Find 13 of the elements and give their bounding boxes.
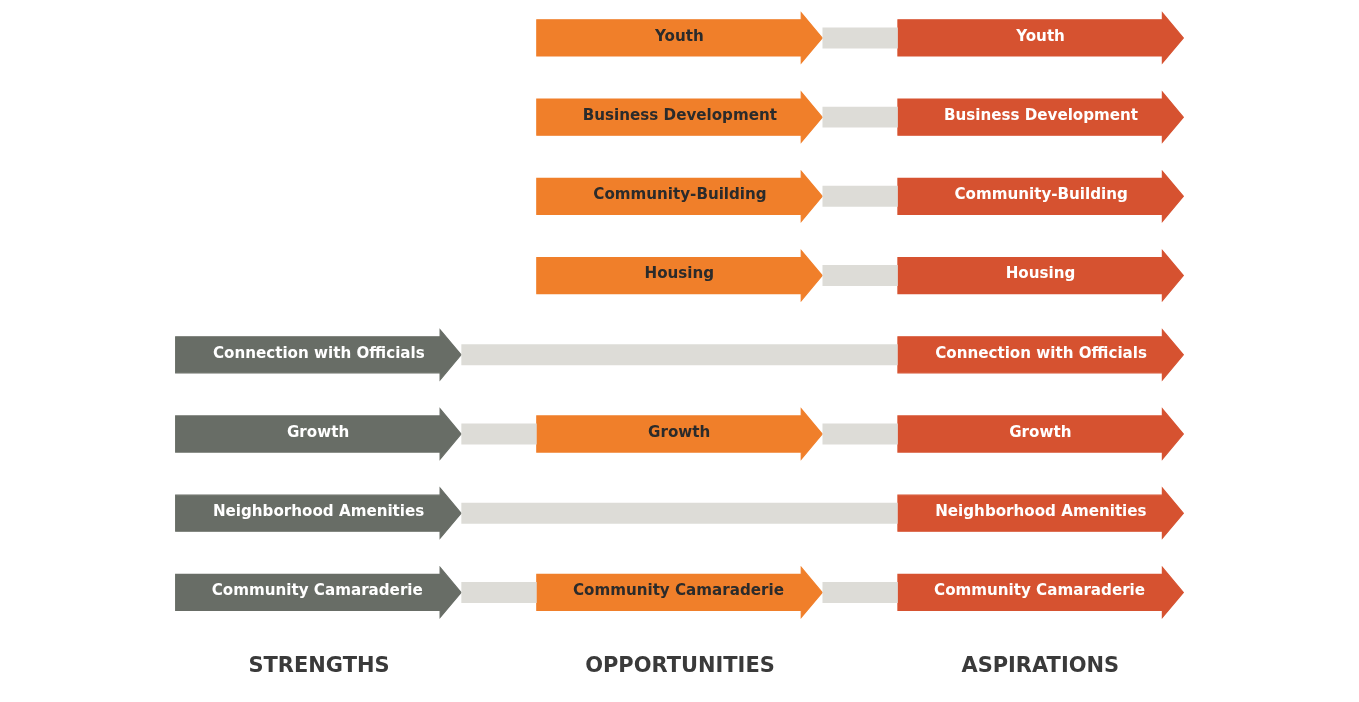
- connector: [461, 344, 898, 366]
- connector: [822, 581, 898, 603]
- connector: [822, 423, 898, 445]
- label: STRENGTHS: [248, 653, 390, 678]
- connector: [461, 423, 537, 445]
- connector: [822, 265, 898, 287]
- connector: [822, 185, 898, 207]
- connector: [822, 27, 898, 49]
- label: OPPORTUNITIES: [585, 653, 775, 678]
- connector: [461, 502, 898, 524]
- connector: [461, 581, 537, 603]
- label: ASPIRATIONS: [961, 653, 1120, 678]
- connector: [822, 106, 898, 128]
